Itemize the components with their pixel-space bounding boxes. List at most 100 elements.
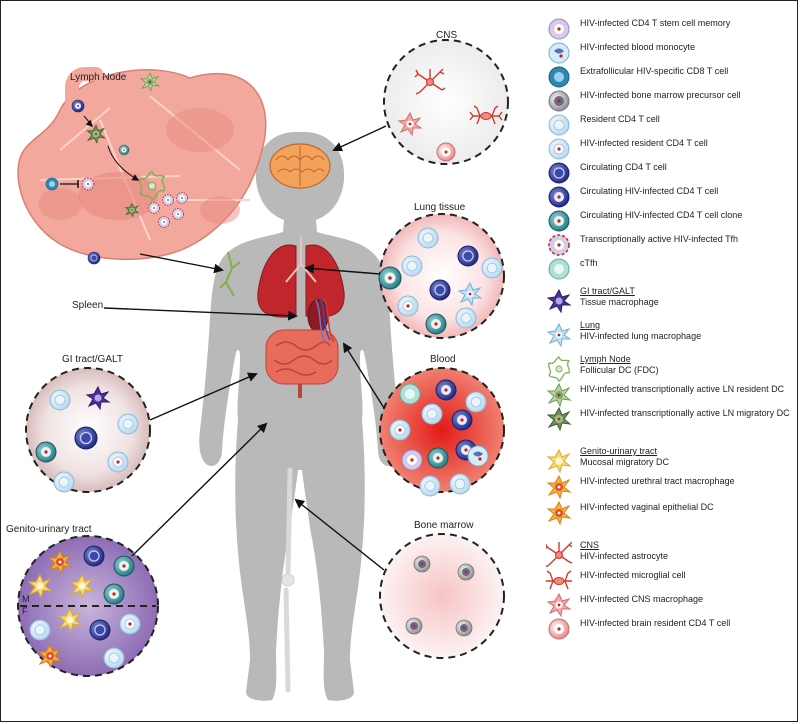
legend-item-text: Resident CD4 T cell xyxy=(580,114,660,124)
spleen-label: Spleen xyxy=(72,300,104,311)
cd8-t-cell-icon xyxy=(548,66,570,88)
lymph-vessel-icon xyxy=(219,251,241,297)
legend-item-text: HIV-infected brain resident CD4 T cell xyxy=(580,618,731,628)
legend-section-header: CNS xyxy=(580,540,600,550)
legend-item-text: HIV-infected astrocyte xyxy=(580,551,669,561)
legend-section-header: Genito-urinary tract xyxy=(580,446,658,456)
vaginal-dc-icon xyxy=(547,501,571,525)
legend-item-label: HIV-infected blood monocyte xyxy=(580,42,695,53)
legend-item-label: Circulating HIV-infected CD4 T cell clon… xyxy=(580,210,742,221)
legend-item-text: cTfh xyxy=(580,258,598,268)
legend-item-label: HIV-infected CNS macrophage xyxy=(580,594,703,605)
cd4-clone-icon xyxy=(548,210,570,232)
brain-icon xyxy=(269,143,331,189)
lungs-icon xyxy=(257,236,345,318)
legend-item-label: HIV-infected brain resident CD4 T cell xyxy=(580,618,730,629)
bone-marrow-precursor-icon xyxy=(548,90,570,112)
legend-item-text: Mucosal migratory DC xyxy=(580,457,670,467)
astrocyte-icon xyxy=(546,542,572,568)
legend-item-text: HIV-infected urethral tract macrophage xyxy=(580,476,735,486)
legend-item-text: Extrafollicular HIV-specific CD8 T cell xyxy=(580,66,729,76)
legend-item-text: HIV-infected transcriptionally active LN… xyxy=(580,384,785,394)
resident-cd4-icon xyxy=(548,114,570,136)
legend-item-text: HIV-infected blood monocyte xyxy=(580,42,696,52)
legend-item-text: Circulating HIV-infected CD4 T cell clon… xyxy=(580,210,743,220)
legend-section-header: Lung xyxy=(580,320,601,330)
ctfh-icon xyxy=(548,258,570,280)
legend-section-header: Lymph Node xyxy=(580,354,631,364)
brain-cd4-icon xyxy=(548,618,570,640)
lymph-node-label: Lymph Node xyxy=(70,72,127,83)
infected-circulating-cd4-icon xyxy=(548,186,570,208)
legend-item-text: HIV-infected microglial cell xyxy=(580,570,686,580)
circulating-cd4-icon xyxy=(548,162,570,184)
legend-item-label: Extrafollicular HIV-specific CD8 T cell xyxy=(580,66,728,77)
gi-panel xyxy=(25,367,151,493)
intestines-icon xyxy=(265,329,339,398)
fdc-icon xyxy=(547,356,571,382)
gu-panel xyxy=(17,535,159,677)
legend-item-text: Transcriptionally active HIV-infected Tf… xyxy=(580,234,739,244)
male-marker: M xyxy=(22,594,30,604)
legend-item-label: HIV-infected urethral tract macrophage xyxy=(580,476,735,487)
blood-vessels-icon xyxy=(315,297,335,345)
legend-item-label: cTfh xyxy=(580,258,598,269)
blood-panel xyxy=(379,367,505,497)
legend-item-label: HIV-infected CD4 T stem cell memory xyxy=(580,18,730,29)
legend-section-header: GI tract/GALT xyxy=(580,286,635,296)
cns-macrophage-icon xyxy=(547,593,571,617)
legend-item-text: HIV-infected transcriptionally active LN… xyxy=(580,408,790,418)
legend-item-label: Transcriptionally active HIV-infected Tf… xyxy=(580,234,738,245)
lung-tissue-label: Lung tissue xyxy=(414,202,466,213)
legend-item-text: HIV-infected resident CD4 T cell xyxy=(580,138,708,148)
legend-item-text: Circulating CD4 T cell xyxy=(580,162,667,172)
legend-item-label: HIV-infected vaginal epithelial DC xyxy=(580,502,714,513)
legend-item-text: HIV-infected vaginal epithelial DC xyxy=(580,502,714,512)
lymph-node-illustration xyxy=(17,67,267,265)
connector-arrows xyxy=(103,125,387,571)
leg-bone-icon xyxy=(281,467,295,693)
stem-memory-cell-icon xyxy=(548,18,570,40)
legend-item-label: HIV-infected transcriptionally active LN… xyxy=(580,384,784,395)
human-body-silhouette xyxy=(199,132,401,701)
gi-tract-label: GI tract/GALT xyxy=(62,354,123,365)
legend-item-text: Circulating HIV-infected CD4 T cell xyxy=(580,186,719,196)
cns-label: CNS xyxy=(436,30,458,41)
legend-item-text: HIV-infected CNS macrophage xyxy=(580,594,704,604)
body-shape xyxy=(199,132,401,701)
bone-marrow-panel xyxy=(379,533,505,659)
mucosal-dc-icon xyxy=(547,449,571,473)
lung-panel xyxy=(378,213,505,339)
urethral-macrophage-icon xyxy=(547,475,571,499)
lung-macrophage-icon xyxy=(547,323,571,347)
blood-label: Blood xyxy=(430,354,456,365)
infected-resident-cd4-icon xyxy=(548,138,570,160)
female-marker: F xyxy=(22,606,28,616)
active-tfh-icon xyxy=(548,234,570,256)
legend-item-text: Tissue macrophage xyxy=(580,297,659,307)
ln-resident-dc-icon xyxy=(547,383,571,407)
microglial-icon xyxy=(546,570,572,590)
tissue-macrophage-icon xyxy=(547,289,571,313)
legend-item-label: HIV-infected microglial cell xyxy=(580,570,686,581)
legend-item-label: Circulating HIV-infected CD4 T cell xyxy=(580,186,718,197)
bone-marrow-label: Bone marrow xyxy=(414,520,474,531)
legend-item-text: HIV-infected CD4 T stem cell memory xyxy=(580,18,731,28)
cns-panel xyxy=(383,39,509,165)
legend-item-text: Follicular DC (FDC) xyxy=(580,365,659,375)
ln-migratory-dc-icon xyxy=(547,407,571,431)
legend-item-text: HIV-infected lung macrophage xyxy=(580,331,702,341)
genito-urinary-label: Genito-urinary tract xyxy=(6,524,92,535)
legend-item-label: Resident CD4 T cell xyxy=(580,114,660,125)
legend-item-label: HIV-infected resident CD4 T cell xyxy=(580,138,708,149)
legend-item-text: HIV-infected bone marrow precursor cell xyxy=(580,90,741,100)
blood-monocyte-icon xyxy=(548,42,570,64)
legend-item-label: Circulating CD4 T cell xyxy=(580,162,667,173)
